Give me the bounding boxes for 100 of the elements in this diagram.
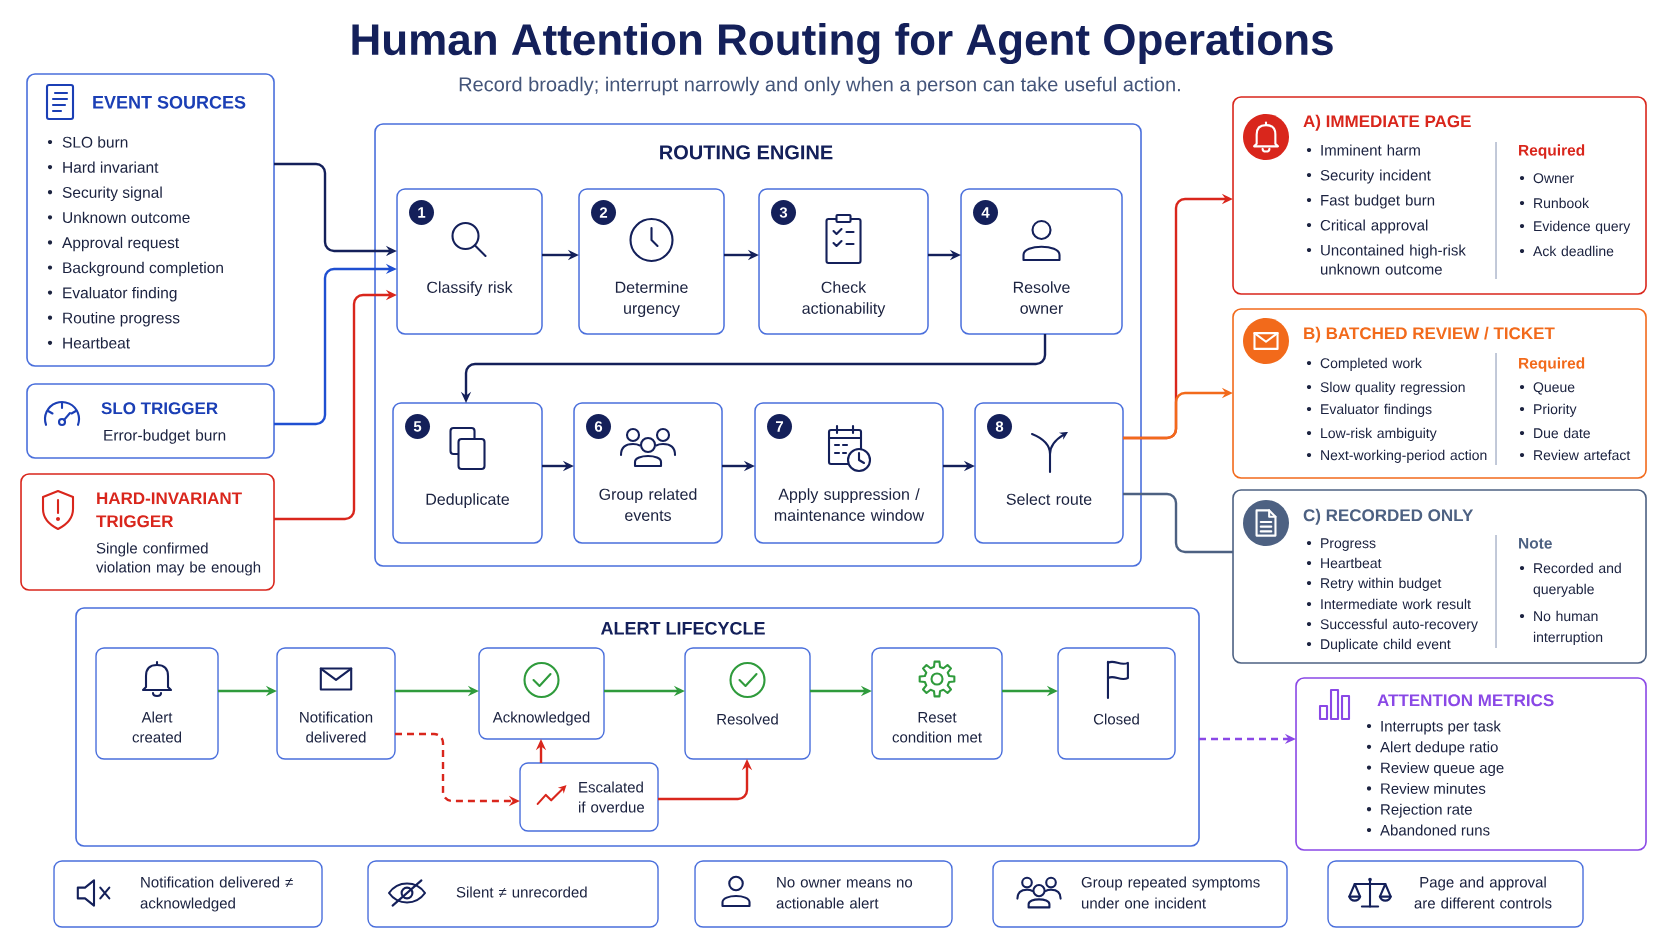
step-label: Deduplicate	[426, 493, 510, 509]
step-label: Check actionability	[802, 281, 886, 318]
bullet-item: Uncontained high-risk unknown outcome	[1306, 244, 1466, 275]
step-box	[974, 402, 1124, 544]
bullet-item: Security incident	[1306, 169, 1431, 184]
note-text: Group repeated symptoms under one incident	[1081, 876, 1260, 909]
trigger-card	[26, 383, 275, 459]
number-badge: 3	[771, 200, 796, 225]
state-label: Reset condition met	[892, 712, 982, 743]
step-label: Determine urgency	[615, 281, 688, 318]
state-box	[95, 647, 219, 760]
step-label: Group related events	[599, 488, 697, 521]
number-badge: 1	[409, 200, 434, 225]
bullet-item: Duplicate child event	[1306, 638, 1451, 652]
state-box	[519, 762, 659, 832]
panel-heading: EVENT SOURCES	[93, 95, 246, 109]
state-box	[276, 647, 396, 760]
column-heading: Required	[1519, 357, 1585, 372]
bullet-item: Background completion	[47, 261, 223, 277]
note-box	[367, 860, 659, 928]
note-text: Page and approval are different controls	[1414, 876, 1552, 909]
connector-line	[1123, 492, 1233, 554]
trigger-card	[20, 473, 275, 591]
bullet-item: Progress	[1306, 538, 1376, 551]
state-box	[478, 647, 605, 740]
state-label: Resolved	[717, 713, 778, 725]
bullet-item: Retry within budget	[1306, 577, 1442, 591]
list-panel	[26, 73, 275, 367]
state-box	[1057, 647, 1176, 760]
body-text: Error-budget burn	[104, 429, 226, 444]
step-box	[578, 188, 725, 335]
bullet-item: Alert dedupe ratio	[1366, 741, 1498, 756]
step-box	[960, 188, 1123, 335]
note-box	[694, 860, 953, 928]
state-label: Acknowledged	[492, 711, 590, 726]
bullet-item: Ack deadline	[1519, 245, 1614, 257]
note-box	[992, 860, 1288, 928]
state-label: Closed	[1093, 713, 1139, 725]
bullet-item: Imminent harm	[1306, 144, 1420, 156]
column-heading: Required	[1519, 144, 1585, 159]
subtitle: Record broadly; interrupt narrowly and only when a person can take useful action.	[459, 76, 1180, 96]
bullet-item: Runbook	[1519, 197, 1590, 209]
route-panel	[1232, 308, 1647, 479]
route-panel	[1232, 96, 1647, 295]
panel-heading: B) BATCHED REVIEW / TICKET	[1304, 326, 1555, 343]
step-label: Apply suppression / maintenance window	[774, 488, 925, 521]
bullet-item: SLO burn	[47, 136, 128, 148]
state-label: Escalated if overdue	[579, 781, 645, 813]
bullet-item: Hard invariant	[47, 161, 159, 173]
group-heading: ALERT LIFECYCLE	[600, 621, 765, 635]
number-badge: 6	[586, 414, 611, 439]
column-heading: Note	[1519, 537, 1552, 549]
bullet-item: Due date	[1519, 427, 1590, 439]
bullet-item: Low-risk ambiguity	[1306, 427, 1437, 441]
bullet-item: Completed work	[1306, 357, 1422, 371]
number-badge: 2	[591, 200, 616, 225]
step-label: Select route	[1006, 493, 1092, 505]
card-heading: HARD-INVARIANT TRIGGER	[96, 492, 242, 528]
route-panel	[1232, 489, 1647, 664]
bullet-item: Review queue age	[1366, 762, 1504, 777]
bullet-item: Intermediate work result	[1306, 598, 1471, 610]
bullet-item: Recorded and queryable	[1519, 562, 1621, 597]
bullet-item: Review minutes	[1366, 782, 1486, 794]
bullet-item: Critical approval	[1306, 219, 1428, 234]
step-box	[396, 188, 543, 335]
note-text: Silent ≠ unrecorded	[456, 886, 587, 898]
bullet-item: No human interruption	[1519, 610, 1603, 645]
bullet-item: Next-working-period action	[1306, 449, 1487, 463]
step-label: Classify risk	[427, 281, 513, 297]
bullet-item: Evaluator findings	[1306, 403, 1432, 417]
bullet-item: Heartbeat	[47, 337, 130, 349]
bullet-item: Evaluator finding	[47, 286, 177, 302]
step-box	[392, 402, 543, 544]
bullet-item: Security signal	[47, 186, 162, 201]
state-label: Alert created	[132, 711, 182, 743]
number-badge: 8	[987, 414, 1012, 439]
panel-heading: ATTENTION METRICS	[1377, 694, 1554, 707]
step-box	[573, 402, 723, 544]
bullet-item: Slow quality regression	[1306, 381, 1465, 395]
bullet-item: Routine progress	[47, 312, 180, 327]
bullet-item: Review artefact	[1519, 449, 1631, 461]
bullet-item: Rejection rate	[1366, 803, 1472, 818]
bullet-item: Evidence query	[1519, 220, 1631, 234]
state-label: Notification delivered	[300, 711, 373, 743]
step-box	[758, 188, 929, 335]
note-box	[53, 860, 323, 928]
number-badge: 4	[973, 200, 998, 225]
number-badge: 7	[767, 414, 792, 439]
bullet-item: Abandoned runs	[1366, 824, 1490, 836]
bullet-item: Queue	[1519, 382, 1575, 395]
state-box	[871, 647, 1003, 760]
bullet-item: Heartbeat	[1306, 557, 1382, 569]
note-text: Notification delivered ≠ acknowledged	[140, 876, 293, 912]
list-panel	[1295, 677, 1647, 851]
state-box	[684, 647, 811, 760]
note-text: No owner means no actionable alert	[776, 877, 913, 909]
bullet-item: Successful auto-recovery	[1306, 618, 1478, 632]
bullet-item: Interrupts per task	[1366, 720, 1501, 735]
bullet-item: Priority	[1519, 403, 1577, 417]
step-box	[754, 402, 944, 544]
